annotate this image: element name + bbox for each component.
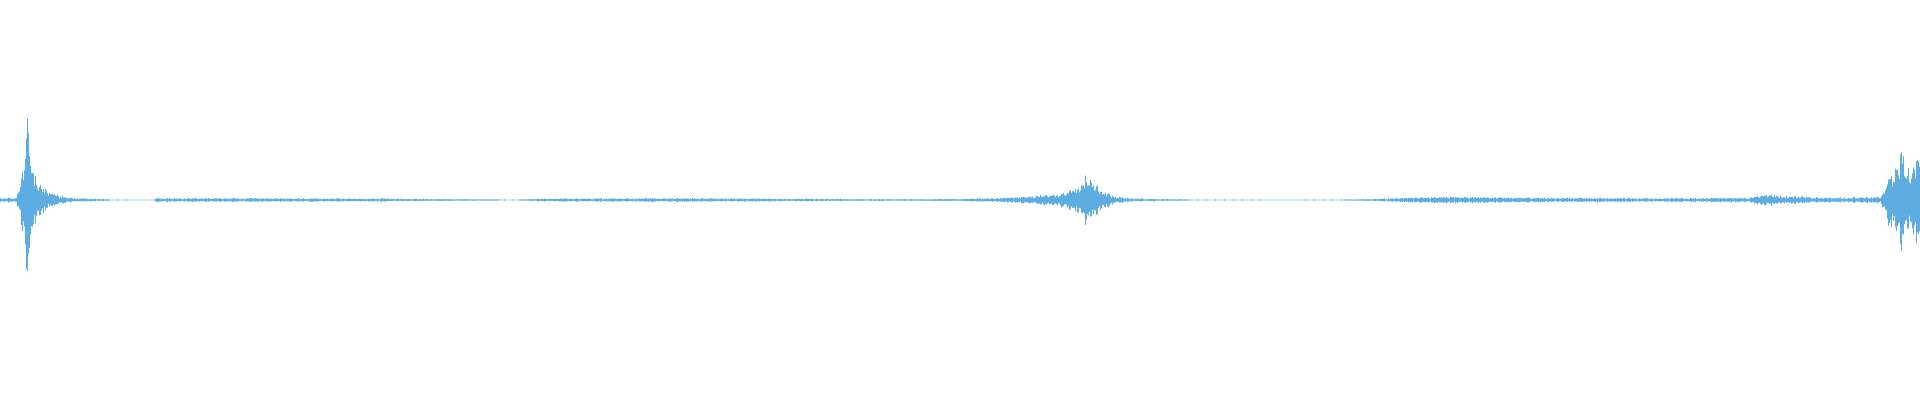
waveform-amplitude-trace: [0, 118, 1920, 272]
